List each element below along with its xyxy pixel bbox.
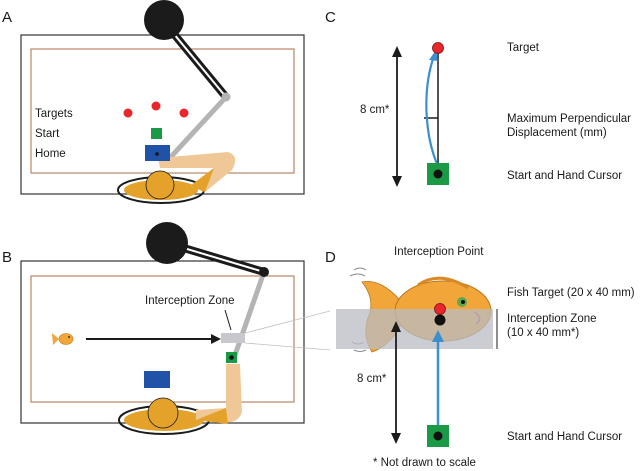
distance-label-d: 8 cm* [357,373,387,385]
panel-letter-d: D [325,249,336,266]
interception-zone-label-d2: (10 x 40 mm*) [507,327,579,339]
start-label: Start [35,128,60,140]
zoom-line-top [244,310,331,334]
max-displacement-label-1: Maximum Perpendicular [507,113,631,125]
hand-cursor-in-zone [434,314,446,326]
interception-point-dot [434,303,446,315]
robot-elbow-joint-a [221,92,231,102]
panel-c: C 8 cm* Target Maximum Perpendicular Dis… [325,9,631,187]
home-label: Home [35,148,66,160]
interception-zone-label-d1: Interception Zone [507,313,597,325]
robot-motor-a [144,0,184,40]
target-dot-right [179,108,189,118]
subject-head-b [147,397,179,429]
target-label-c: Target [507,42,540,54]
interception-zone-label-b: Interception Zone [145,295,235,307]
zoom-line-bottom [244,342,331,351]
targets-label: Targets [35,108,73,120]
panel-a: A Targets Start Home [2,0,305,204]
interception-point-label: Interception Point [394,246,484,258]
interception-zone-b [221,333,245,343]
home-box-b [144,371,170,388]
interception-zone-d [336,309,493,349]
start-cursor-label-d: Start and Hand Cursor [507,431,622,443]
hand-path-curve-c [425,55,439,165]
subject-head-a [145,170,175,200]
max-displacement-label-2: Displacement (mm) [507,127,607,139]
panel-letter-c: C [325,9,336,26]
subject-arm-b [196,364,242,423]
robot-motor-b [146,222,188,264]
panel-letter-a: A [2,9,12,26]
target-dot-left [123,108,133,118]
target-dot-c [432,42,444,54]
robot-link-lower-a [165,94,229,163]
subject-arm-a [158,152,236,192]
fish-target-label: Fish Target (20 x 40 mm) [507,287,635,299]
start-box [151,128,162,139]
robot-elbow-joint-b [259,267,269,277]
target-dot-center [151,101,161,111]
start-cursor-label-c: Start and Hand Cursor [507,170,622,182]
panel-letter-b: B [2,249,12,266]
distance-label-c: 8 cm* [360,104,390,116]
footnote: * Not drawn to scale [373,457,476,469]
panel-d: D 8 cm* Interception Point Fish [325,246,635,447]
robot-link-lower-b [231,269,267,361]
fish-icon-b [52,333,74,345]
panel-b: B Interception Zone [2,222,331,435]
